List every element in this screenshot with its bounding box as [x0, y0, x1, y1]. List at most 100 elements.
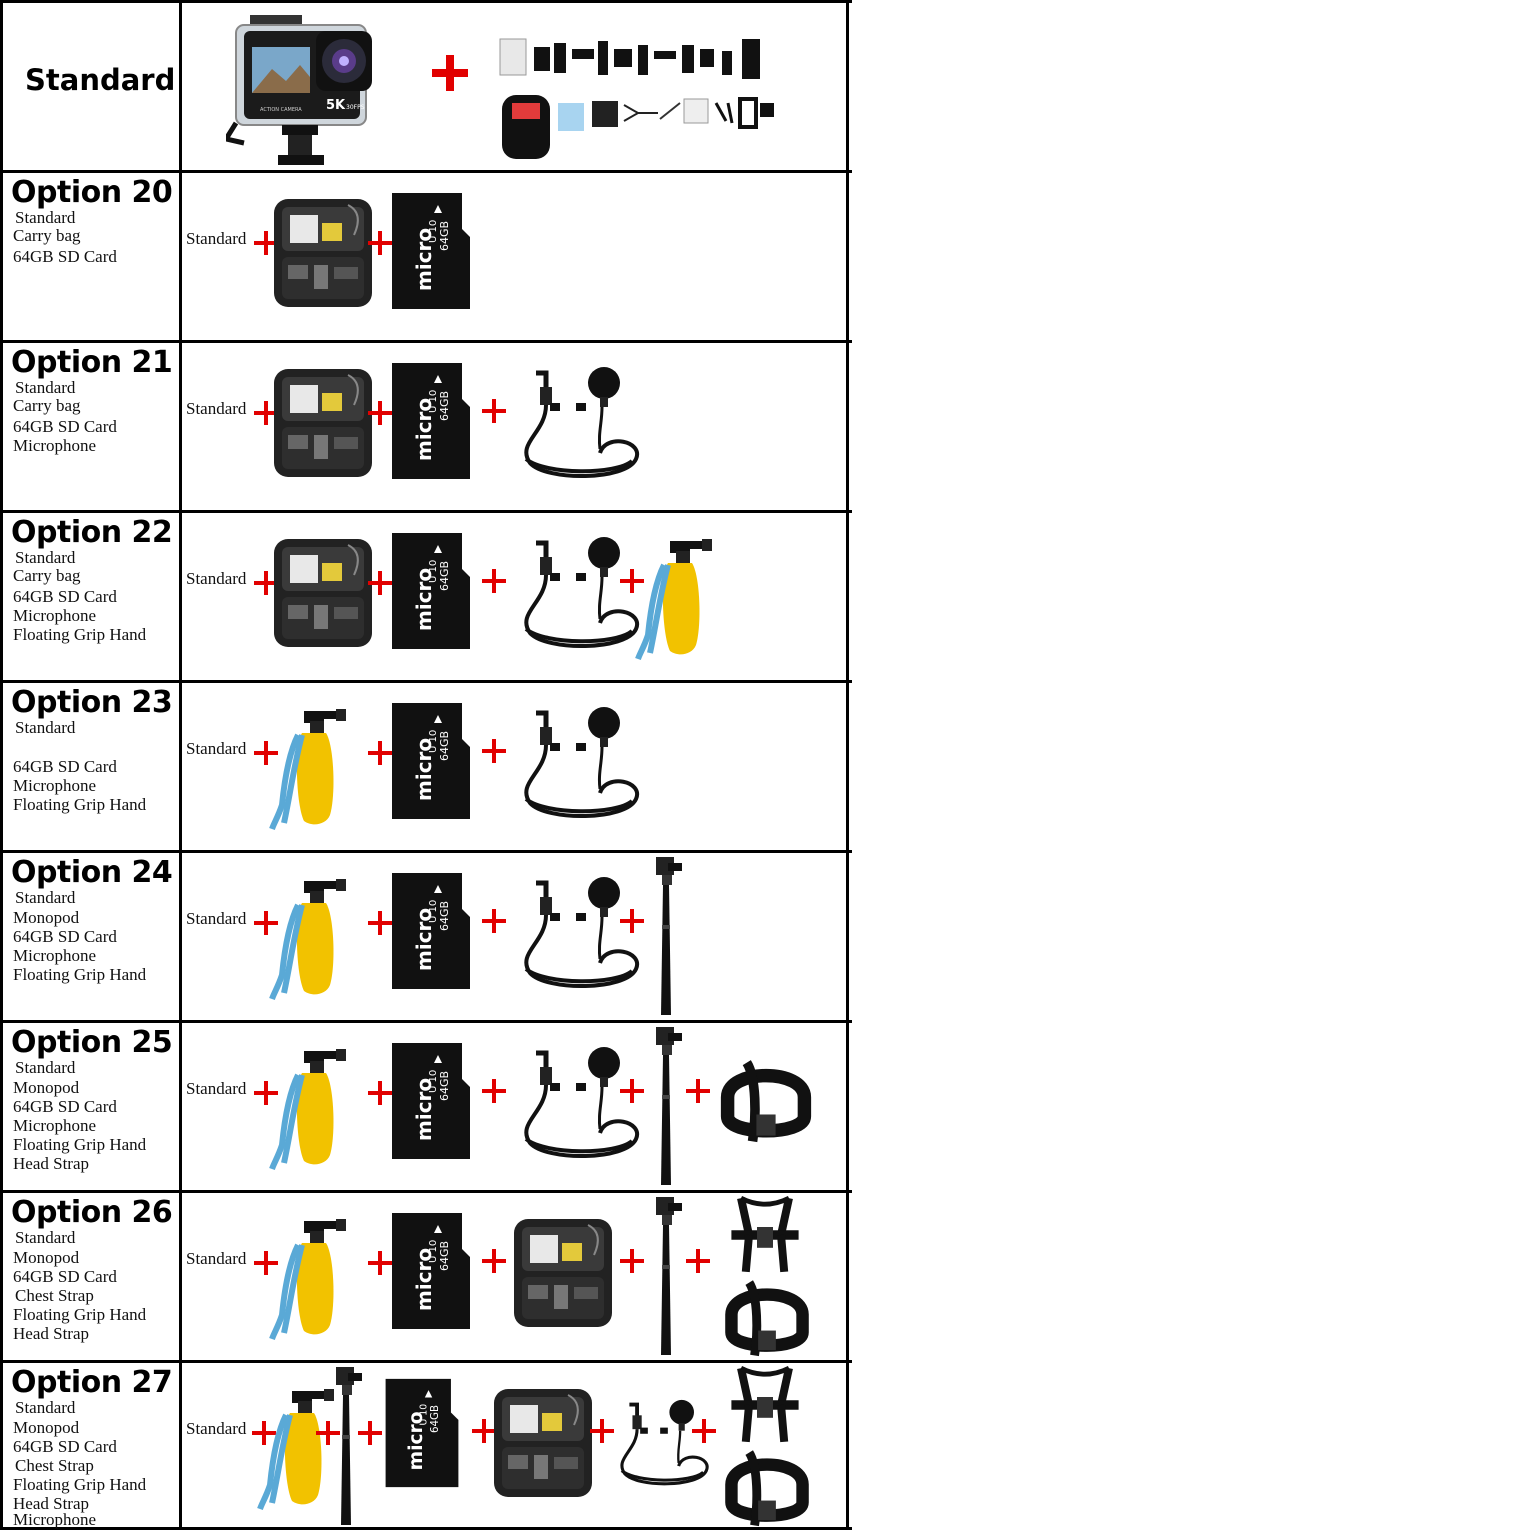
plus-icon	[368, 1081, 392, 1105]
option-item: Chest Strap	[15, 1286, 94, 1305]
floating-grip-icon	[264, 1045, 354, 1170]
plus-icon	[368, 741, 392, 765]
column-divider	[179, 3, 182, 172]
sd-card-icon	[386, 191, 476, 311]
option-title: Option 22	[11, 515, 173, 550]
standard-text: Standard	[186, 1249, 247, 1268]
standard-content-cell: 5K 30FPS ACTION CAMERA	[182, 3, 852, 172]
plus-icon	[368, 911, 392, 935]
plus-icon	[482, 1249, 506, 1273]
standard-text: Standard	[186, 1079, 247, 1098]
option-item: Carry bag	[13, 566, 81, 585]
microphone-icon	[516, 1043, 646, 1163]
chest-strap-icon	[720, 1365, 810, 1445]
floating-grip-icon	[264, 1215, 354, 1340]
carry-bag-icon	[508, 1213, 618, 1333]
monopod-icon	[330, 1365, 370, 1525]
microphone-icon	[516, 703, 646, 823]
option-label-cell: Option 25 Standard Monopod 64GB SD Card …	[3, 1023, 179, 1192]
option-item: Microphone	[13, 436, 97, 455]
option-row: Option 27 Standard Monopod 64GB SD Card …	[3, 1360, 852, 1530]
carry-bag-icon	[268, 363, 378, 483]
sd-card-icon	[386, 1041, 476, 1161]
plus-icon	[368, 571, 392, 595]
option-item: Monopod	[13, 1418, 80, 1437]
option-item: Standard	[15, 1398, 76, 1417]
option-item: Standard	[15, 1058, 76, 1077]
plus-icon	[368, 231, 392, 255]
column-divider	[179, 173, 182, 342]
option-item: 64GB SD Card	[13, 1437, 117, 1456]
option-title: Option 27	[11, 1365, 173, 1400]
microphone-icon	[516, 873, 646, 993]
option-item: 64GB SD Card	[13, 1097, 117, 1116]
plus-icon	[620, 569, 644, 593]
plus-icon	[686, 1079, 710, 1103]
option-item: Head Strap	[13, 1324, 90, 1343]
plus-icon	[316, 1421, 340, 1445]
column-divider	[179, 1193, 182, 1362]
column-divider	[179, 513, 182, 682]
sd-card-icon	[386, 701, 476, 821]
option-item: Microphone	[13, 1510, 97, 1529]
sd-card-icon	[386, 361, 476, 481]
standard-text: Standard	[186, 739, 247, 758]
option-item: Monopod	[13, 1248, 80, 1267]
standard-row: Standard 5K 30FPS ACTION CAMERA	[3, 0, 852, 172]
microphone-icon	[516, 533, 646, 653]
microphone-icon	[614, 1393, 714, 1493]
option-item: Floating Grip Hand	[13, 1475, 147, 1494]
plus-icon	[254, 401, 278, 425]
accessories-kit-icon	[499, 38, 774, 159]
options-table: Standard 5K 30FPS ACTION CAMERA	[0, 0, 852, 1530]
option-content-cell: Standard	[182, 513, 852, 682]
option-row: Option 25 Standard Monopod 64GB SD Card …	[3, 1020, 852, 1192]
option-item: 64GB SD Card	[13, 757, 117, 776]
standard-text: Standard	[186, 229, 247, 248]
option-item: Microphone	[13, 946, 97, 965]
option-item: Carry bag	[13, 396, 81, 415]
option-row: Option 20 Standard Carry bag 64GB SD Car…	[3, 170, 852, 342]
option-content-cell: Standard	[182, 683, 852, 852]
plus-icon	[254, 911, 278, 935]
option-content-cell: Standard	[182, 853, 852, 1022]
plus-icon	[432, 55, 468, 91]
plus-icon	[620, 909, 644, 933]
option-title: Option 25	[11, 1025, 173, 1060]
option-label-cell: Option 21 Standard Carry bag 64GB SD Car…	[3, 343, 179, 512]
option-item: Standard	[15, 888, 76, 907]
option-item: 64GB SD Card	[13, 587, 117, 606]
plus-icon	[254, 1251, 278, 1275]
option-item: 64GB SD Card	[13, 417, 117, 436]
carry-bag-icon	[268, 193, 378, 313]
head-strap-icon	[722, 1279, 812, 1359]
plus-icon	[252, 1421, 276, 1445]
option-item: Microphone	[13, 606, 97, 625]
sd-card-icon	[380, 1377, 464, 1489]
option-row: Option 22 Standard Carry bag 64GB SD Car…	[3, 510, 852, 682]
option-content-cell: Standard	[182, 1193, 852, 1362]
sd-card-icon	[386, 1211, 476, 1331]
option-item: Head Strap	[13, 1494, 90, 1513]
plus-icon	[472, 1419, 496, 1443]
head-strap-icon	[722, 1449, 812, 1529]
camera-fps: 30FPS	[346, 104, 365, 111]
standard-text: Standard	[186, 1419, 247, 1438]
option-content-cell: Standard	[182, 343, 852, 512]
column-divider	[179, 1363, 182, 1527]
option-item: Head Strap	[13, 1154, 90, 1173]
plus-icon	[590, 1419, 614, 1443]
option-title: Option 23	[11, 685, 173, 720]
option-item: Floating Grip Hand	[13, 795, 147, 814]
option-content-cell: Standard	[182, 1363, 852, 1527]
head-strap-icon	[718, 1057, 814, 1147]
floating-grip-icon	[264, 705, 354, 830]
option-item: 64GB SD Card	[13, 927, 117, 946]
option-item: Floating Grip Hand	[13, 625, 147, 644]
standard-text: Standard	[186, 399, 247, 418]
plus-icon	[254, 1081, 278, 1105]
option-item: Carry bag	[13, 226, 81, 245]
plus-icon	[482, 1079, 506, 1103]
plus-icon	[620, 1249, 644, 1273]
plus-icon	[620, 1079, 644, 1103]
